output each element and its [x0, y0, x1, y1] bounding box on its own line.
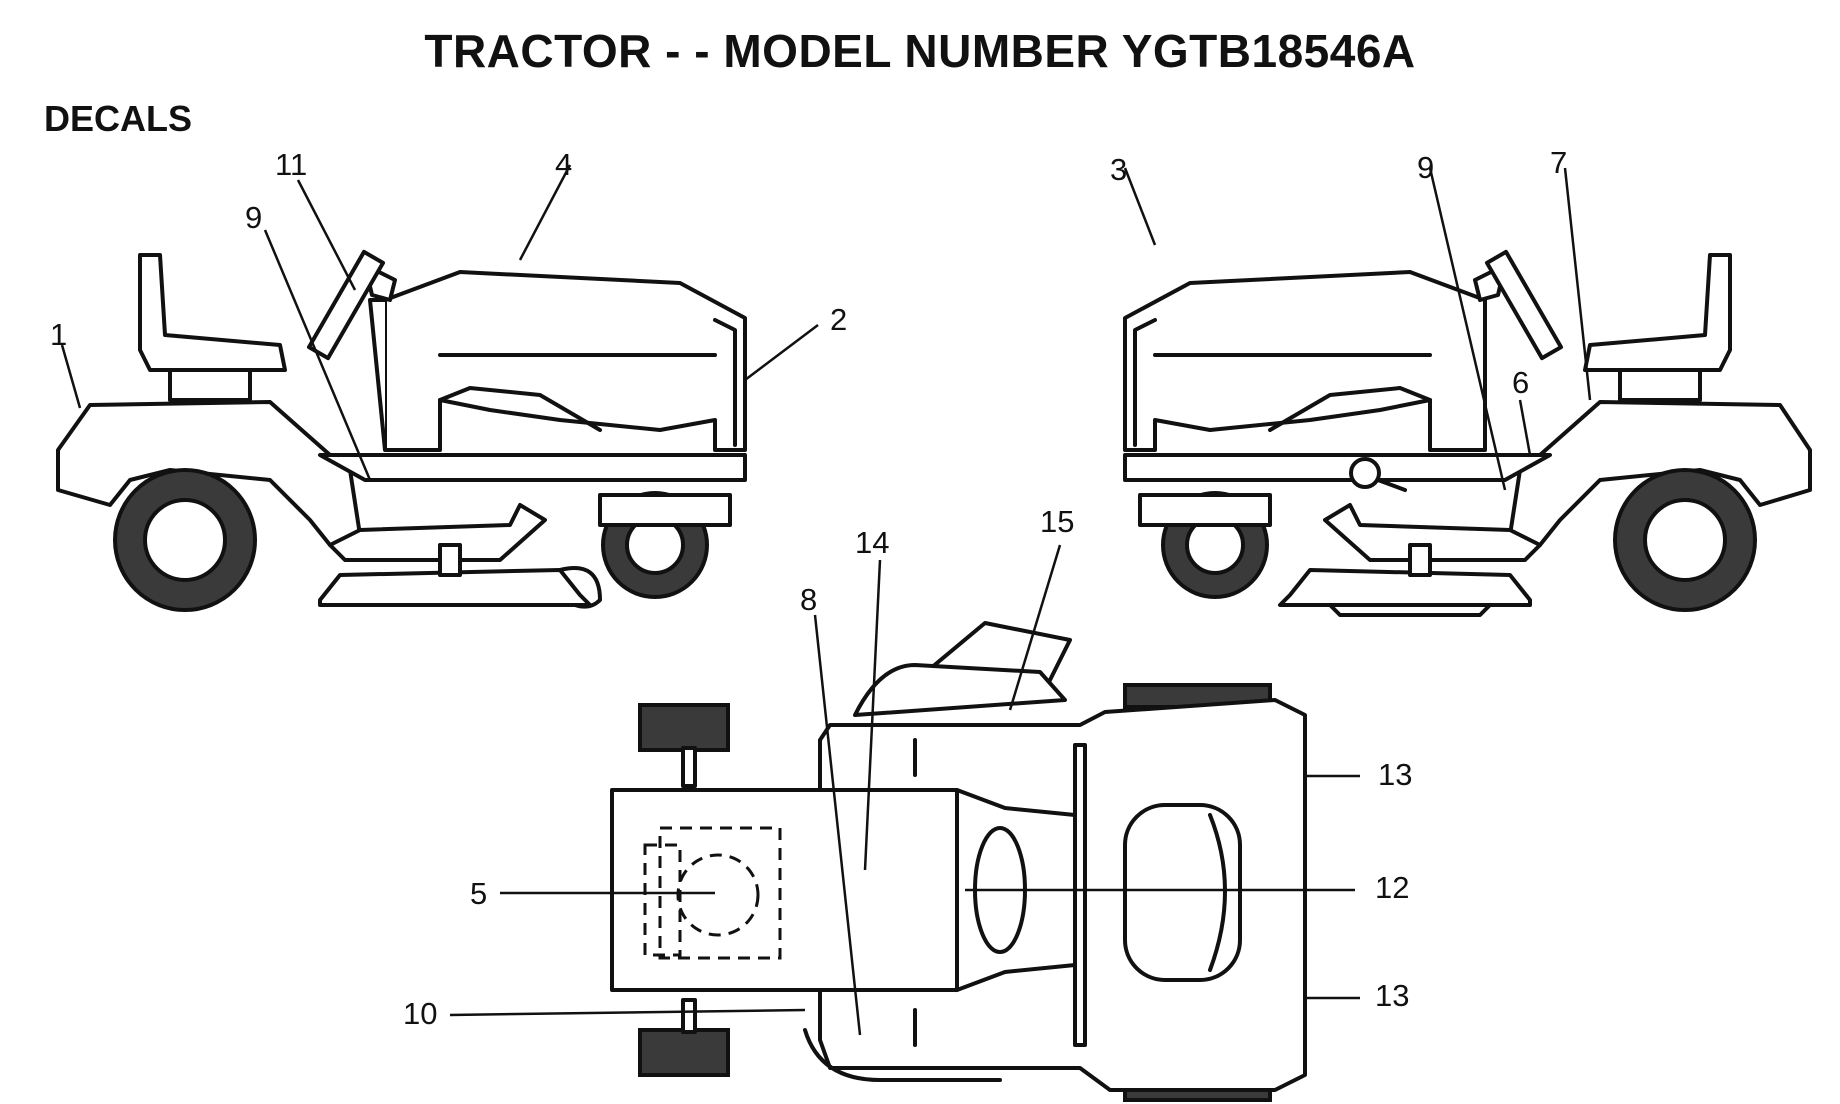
callout-7: 7 — [1550, 145, 1567, 180]
callout-5: 5 — [470, 876, 487, 911]
tractor-right-view — [1123, 249, 1812, 617]
callout-9-left: 9 — [245, 200, 262, 235]
callout-9-right: 9 — [1417, 150, 1434, 185]
tractor-left-view — [56, 249, 747, 612]
callout-6: 6 — [1512, 365, 1529, 400]
callout-1: 1 — [50, 317, 67, 352]
callout-3: 3 — [1110, 152, 1127, 187]
callout-10: 10 — [403, 996, 437, 1031]
callout-2: 2 — [830, 302, 847, 337]
tractor-top-view — [610, 621, 1307, 1102]
callout-8: 8 — [800, 582, 817, 617]
callouts: 1 2 3 4 5 6 7 8 9 9 10 11 12 13 13 14 15 — [50, 145, 1567, 1031]
callout-14: 14 — [855, 525, 889, 560]
callout-13-top: 13 — [1378, 757, 1412, 792]
section-heading: DECALS — [44, 98, 193, 139]
callout-4: 4 — [555, 147, 572, 182]
callout-15: 15 — [1040, 504, 1074, 539]
callout-13-bottom: 13 — [1375, 978, 1409, 1013]
callout-11: 11 — [275, 147, 307, 182]
page-title: TRACTOR - - MODEL NUMBER YGTB18546A — [424, 25, 1416, 77]
callout-12: 12 — [1375, 870, 1409, 905]
leader-lines — [60, 164, 1592, 1036]
